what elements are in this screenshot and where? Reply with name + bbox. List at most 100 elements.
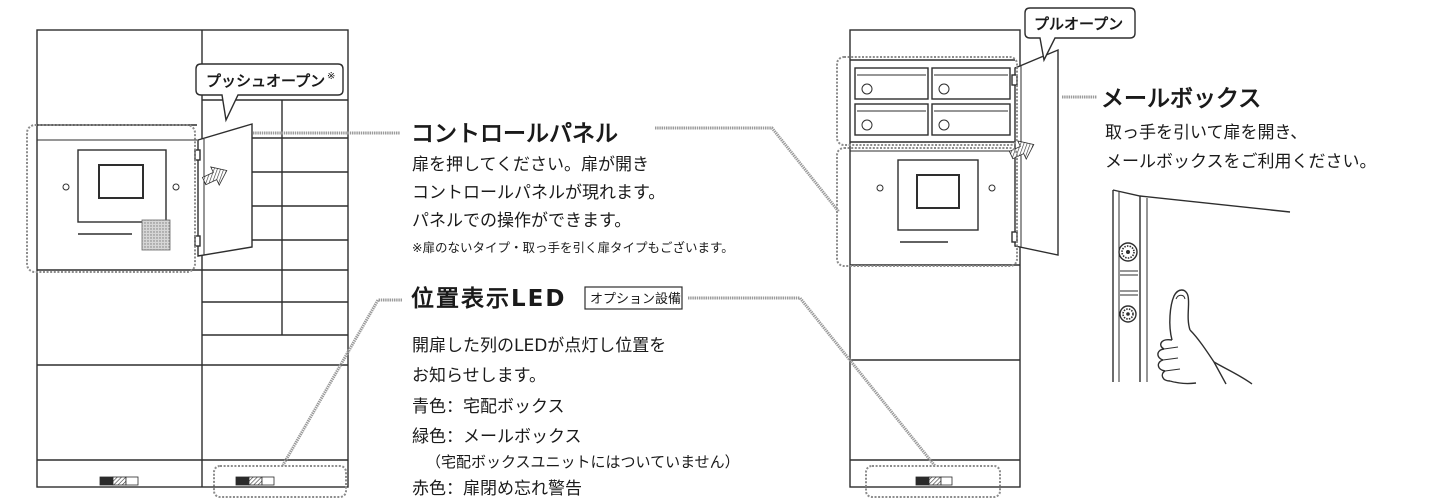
callout-label: プルオープン bbox=[1034, 15, 1123, 33]
control-panel-device bbox=[876, 159, 996, 243]
mailbox-grid bbox=[854, 67, 1011, 136]
screen bbox=[98, 164, 144, 199]
mailbox-lock-icon bbox=[861, 119, 873, 131]
led-segment bbox=[261, 476, 275, 486]
mailbox-door bbox=[931, 67, 1011, 100]
door-hinge bbox=[1011, 231, 1018, 243]
control-panel-description: コントロールパネル 扉を押してください。扉が開き コントロールパネルが現れます。… bbox=[411, 121, 734, 255]
mailbox-door bbox=[854, 103, 929, 136]
mailbox-title: メールボックス bbox=[1101, 86, 1261, 112]
mailbox-frame bbox=[931, 67, 1011, 100]
thumb-nail bbox=[1175, 294, 1186, 300]
footnote: ※扉のないタイプ・取っ手を引く扉タイプもございます。 bbox=[412, 240, 734, 255]
delivery-box-unit: プッシュオープン ※ bbox=[26, 29, 349, 498]
led-segment bbox=[125, 476, 139, 486]
description-line: 取っ手を引いて扉を開き、 bbox=[1105, 123, 1307, 143]
dial-lock-icon bbox=[1119, 305, 1137, 323]
description-line: コントロールパネルが現れます。 bbox=[412, 183, 665, 203]
finger-crease bbox=[1162, 346, 1181, 372]
mailbox-lock-icon bbox=[938, 83, 950, 95]
door-hinge bbox=[194, 149, 201, 161]
finger bbox=[1157, 359, 1166, 372]
cabinet-frame bbox=[36, 29, 349, 488]
led-leader bbox=[688, 296, 937, 467]
led-segment bbox=[248, 476, 263, 486]
panel-screw-icon bbox=[988, 184, 996, 192]
led-segment bbox=[112, 476, 127, 486]
description-line: 扉を押してください。扉が開き bbox=[412, 155, 649, 175]
mailbox-door bbox=[854, 67, 929, 100]
reader-pad bbox=[141, 219, 171, 251]
hand-pull-illustration bbox=[1112, 189, 1291, 385]
mailbox-frame bbox=[854, 103, 929, 136]
callout-label: プッシュオープン bbox=[206, 72, 325, 90]
led-segment bbox=[940, 476, 953, 486]
pull-open-callout: プルオープン bbox=[1024, 7, 1136, 63]
door-hinge bbox=[194, 235, 201, 247]
screen-frame bbox=[897, 159, 979, 231]
dial-center bbox=[1126, 250, 1130, 254]
mailbox-highlight bbox=[836, 56, 1018, 146]
cabinet-frame bbox=[849, 29, 1021, 488]
led-indicator bbox=[915, 476, 953, 486]
control-panel-highlight bbox=[836, 147, 1018, 267]
led-segment bbox=[928, 476, 942, 486]
led-segment bbox=[915, 476, 930, 486]
callout-note-mark: ※ bbox=[327, 71, 335, 82]
callout-bubble bbox=[1024, 7, 1136, 63]
dial-inner bbox=[1121, 245, 1135, 259]
dial-inner bbox=[1122, 308, 1134, 320]
pull-open-door bbox=[1008, 48, 1059, 256]
led-indicator bbox=[99, 476, 139, 486]
mailbox-door bbox=[931, 103, 1011, 136]
dial-outer bbox=[1119, 305, 1137, 323]
led-indicator bbox=[235, 476, 275, 486]
push-open-door bbox=[194, 123, 253, 257]
description-line: 開扉した列のLEDが点灯し位置を bbox=[412, 336, 666, 356]
led-description: 位置表示LED オプション設備 開扉した列のLEDが点灯し位置を お知らせします… bbox=[411, 285, 740, 499]
screen-frame bbox=[77, 149, 167, 223]
led-segment bbox=[99, 476, 114, 486]
mailbox-unit: プルオープン bbox=[836, 7, 1136, 498]
panel-screw-icon bbox=[876, 184, 884, 192]
control-panel-title: コントロールパネル bbox=[411, 121, 618, 147]
palm bbox=[1169, 380, 1197, 385]
mailbox-frame bbox=[854, 67, 929, 100]
finger bbox=[1160, 338, 1173, 350]
hand-icon bbox=[1157, 289, 1253, 385]
wrist bbox=[1213, 361, 1253, 385]
hand-back bbox=[1189, 329, 1227, 385]
led-title: 位置表示LED bbox=[411, 285, 566, 312]
legend-green: 緑色：メールボックス bbox=[412, 427, 582, 447]
option-tag: オプション設備 bbox=[590, 291, 681, 307]
legend-blue: 青色：宅配ボックス bbox=[412, 397, 565, 417]
option-tag-box bbox=[584, 286, 683, 310]
open-arrow-icon bbox=[201, 166, 228, 186]
dial-center bbox=[1126, 312, 1130, 316]
dial-lock-icon bbox=[1118, 242, 1138, 262]
legend-green-note: （宅配ボックスユニットにはついていません） bbox=[426, 453, 740, 471]
door-hinge bbox=[1011, 74, 1018, 86]
finger bbox=[1157, 348, 1165, 361]
control-panel-highlight bbox=[26, 124, 196, 273]
description-line: パネルでの操作ができます。 bbox=[412, 211, 631, 231]
led-highlight bbox=[865, 465, 1001, 498]
door-panel bbox=[197, 123, 253, 257]
finger bbox=[1161, 370, 1171, 382]
push-open-callout: プッシュオープン ※ bbox=[195, 63, 344, 123]
panel-screw-icon bbox=[62, 183, 70, 191]
dial-outer bbox=[1118, 242, 1138, 262]
mailbox-description: メールボックス 取っ手を引いて扉を開き、 メールボックスをご利用ください。 bbox=[1101, 86, 1377, 172]
panel-screw-icon bbox=[172, 183, 180, 191]
screen bbox=[916, 174, 960, 209]
description-line: メールボックスをご利用ください。 bbox=[1105, 152, 1377, 172]
led-segment bbox=[235, 476, 250, 486]
control-panel-device bbox=[62, 149, 180, 251]
mailbox-lock-icon bbox=[938, 119, 950, 131]
mailbox-frame bbox=[931, 103, 1011, 136]
callout-bubble bbox=[195, 63, 344, 123]
legend-red: 赤色：扉閉め忘れ警告 bbox=[412, 479, 582, 499]
thumb bbox=[1169, 289, 1191, 341]
mailbox-lock-icon bbox=[861, 83, 873, 95]
